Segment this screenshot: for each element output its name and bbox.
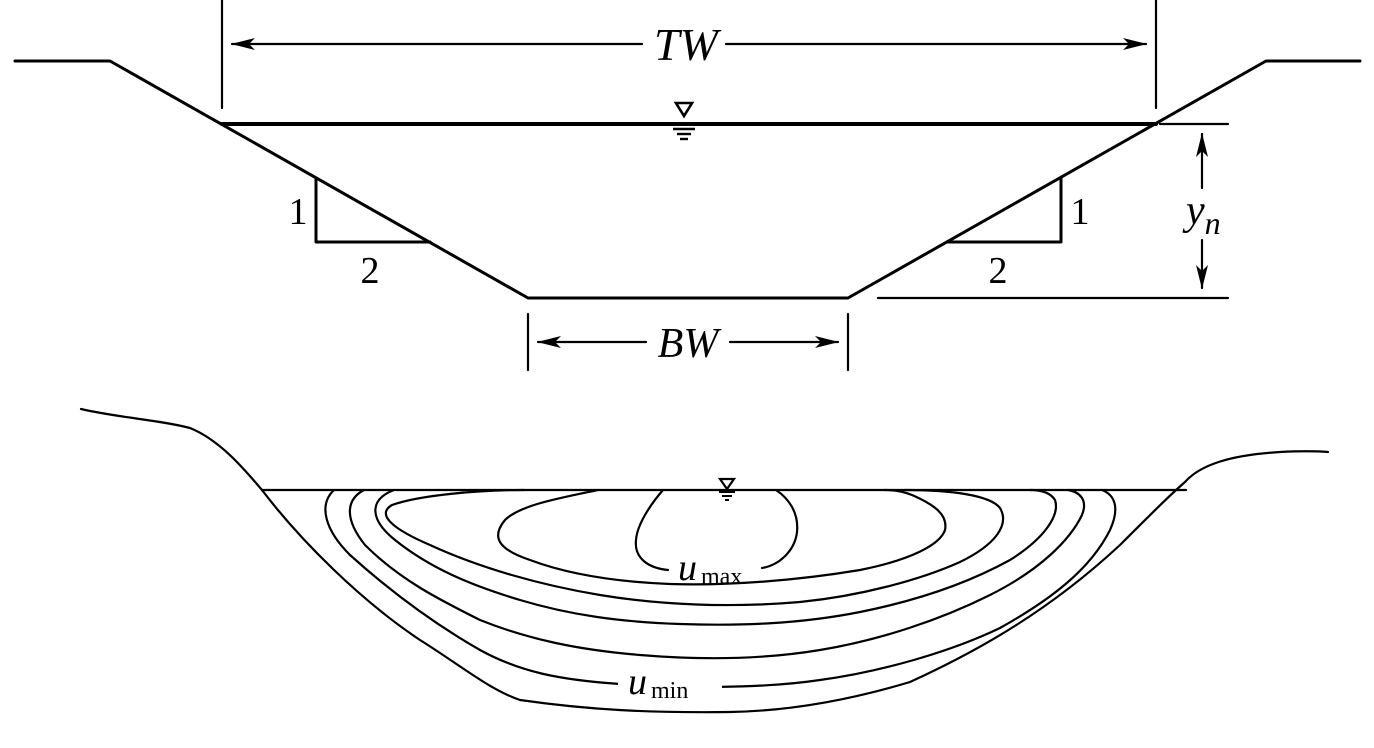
bottom-width-label: BW bbox=[658, 321, 723, 367]
velocity-contour-3 bbox=[374, 488, 1057, 626]
channel-outline bbox=[13, 59, 1362, 300]
right-slope-run-label: 2 bbox=[989, 250, 1008, 292]
depth-dimension: yn bbox=[876, 122, 1230, 300]
natural-channel-bed bbox=[79, 407, 1330, 714]
trapezoidal-channel-section: TW 1 2 1 2 yn bbox=[13, 0, 1362, 372]
depth-label: yn bbox=[1182, 188, 1221, 241]
velocity-contour-6 bbox=[634, 488, 799, 572]
top-width-label: TW bbox=[654, 19, 722, 70]
velocity-contour-2 bbox=[348, 488, 1086, 660]
water-surface-icon bbox=[673, 101, 695, 141]
natural-water-surface-icon bbox=[717, 477, 737, 501]
velocity-contour-4 bbox=[384, 488, 1005, 607]
left-slope-run-label: 2 bbox=[361, 250, 380, 292]
left-slope-rise-label: 1 bbox=[289, 191, 308, 233]
bottom-width-dimension: BW bbox=[526, 312, 850, 372]
left-slope-indicator: 1 2 bbox=[289, 176, 432, 292]
right-slope-indicator: 1 2 bbox=[945, 176, 1090, 292]
top-width-dimension: TW bbox=[220, 0, 1158, 110]
velocity-contour-5 bbox=[497, 488, 947, 586]
right-slope-rise-label: 1 bbox=[1071, 191, 1090, 233]
